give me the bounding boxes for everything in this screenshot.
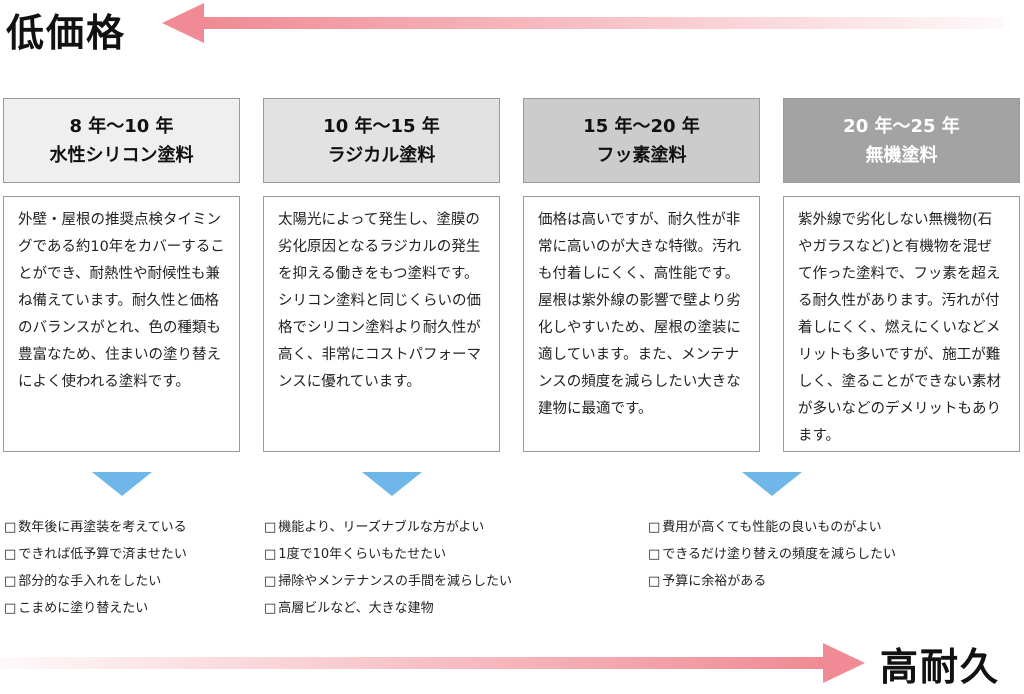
checklist-item: 高層ビルなど、大きな建物: [264, 595, 512, 622]
checklist-item: できるだけ塗り替えの頻度を減らしたい: [648, 541, 896, 568]
column-header: 20 年〜25 年 無機塗料: [783, 98, 1020, 183]
column-paint-name: フッ素塗料: [596, 144, 687, 166]
column-years: 20 年〜25 年: [843, 115, 960, 137]
checklist-item: 1度で10年くらいもたせたい: [264, 541, 512, 568]
column-description: 太陽光によって発生し、塗膜の劣化原因となるラジカルの発生を抑える働きをもつ塗料で…: [263, 196, 500, 452]
column-paint-name: ラジカル塗料: [327, 144, 436, 166]
column-header: 15 年〜20 年 フッ素塗料: [523, 98, 760, 183]
column-water-silicone: 8 年〜10 年 水性シリコン塗料 外壁・屋根の推奨点検タイミングである約10年…: [3, 98, 240, 452]
checklist-item: 予算に余裕がある: [648, 568, 896, 595]
column-inorganic: 20 年〜25 年 無機塗料 紫外線で劣化しない無機物(石やガラスなど)と有機物…: [783, 98, 1020, 452]
title-low-price: 低価格: [6, 11, 127, 55]
column-years: 15 年〜20 年: [583, 115, 700, 137]
column-description: 価格は高いですが、耐久性が非常に高いのが大きな特徴。汚れも付着しにくく、高性能で…: [523, 196, 760, 452]
checklist-item: こまめに塗り替えたい: [4, 595, 187, 622]
column-years: 10 年〜15 年: [323, 115, 440, 137]
column-description: 外壁・屋根の推奨点検タイミングである約10年をカバーすることができ、耐熱性や耐候…: [3, 196, 240, 452]
down-triangle-icon: [92, 472, 152, 496]
checklist-item: 費用が高くても性能の良いものがよい: [648, 514, 896, 541]
checklist-item: 掃除やメンテナンスの手間を減らしたい: [264, 568, 512, 595]
down-triangle-icon: [742, 472, 802, 496]
column-radical: 10 年〜15 年 ラジカル塗料 太陽光によって発生し、塗膜の劣化原因となるラジ…: [263, 98, 500, 452]
checklist-item: 部分的な手入れをしたい: [4, 568, 187, 595]
title-high-durability: 高耐久: [880, 645, 1001, 689]
checklist-item: 数年後に再塗装を考えている: [4, 514, 187, 541]
down-triangle-icon: [362, 472, 422, 496]
price-arrow-left: [162, 3, 1004, 43]
column-description: 紫外線で劣化しない無機物(石やガラスなど)と有機物を混ぜて作った塗料で、フッ素を…: [783, 196, 1020, 452]
column-paint-name: 水性シリコン塗料: [49, 144, 194, 166]
column-fluorine: 15 年〜20 年 フッ素塗料 価格は高いですが、耐久性が非常に高いのが大きな特…: [523, 98, 760, 452]
column-years: 8 年〜10 年: [69, 115, 174, 137]
checklist-fluorine-inorganic: 費用が高くても性能の良いものがよい できるだけ塗り替えの頻度を減らしたい 予算に…: [648, 514, 896, 595]
column-paint-name: 無機塗料: [865, 144, 938, 166]
column-header: 10 年〜15 年 ラジカル塗料: [263, 98, 500, 183]
checklist-item: できれば低予算で済ませたい: [4, 541, 187, 568]
column-header: 8 年〜10 年 水性シリコン塗料: [3, 98, 240, 183]
checklist-item: 機能より、リーズナブルな方がよい: [264, 514, 512, 541]
checklist-water-silicone: 数年後に再塗装を考えている できれば低予算で済ませたい 部分的な手入れをしたい …: [4, 514, 187, 622]
durability-arrow-right: [0, 643, 865, 683]
checklist-radical: 機能より、リーズナブルな方がよい 1度で10年くらいもたせたい 掃除やメンテナン…: [264, 514, 512, 622]
